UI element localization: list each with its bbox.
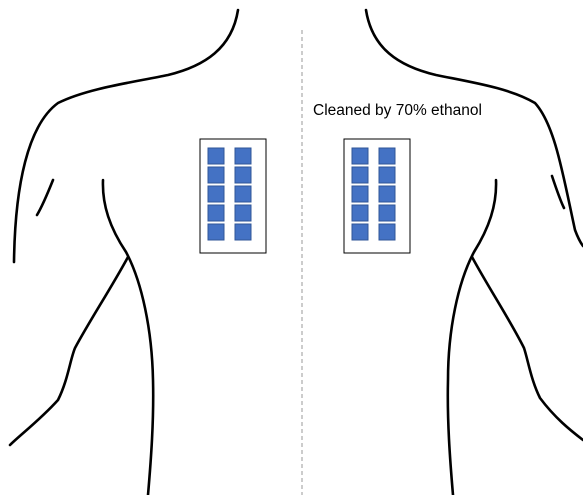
electrode-square [208,148,224,164]
left-inner-arm-contour [37,180,53,215]
electrode-square [352,186,368,202]
left-torso-side-outline [103,180,153,495]
electrode-square [379,224,395,240]
left-arm-outer-outline [10,257,128,445]
electrode-square [208,186,224,202]
electrode-square [379,205,395,221]
electrode-square [352,224,368,240]
electrode-square [235,205,251,221]
electrode-square [208,205,224,221]
electrode-patch-left [200,139,266,253]
electrode-square [352,167,368,183]
right-torso-side-outline [448,180,496,495]
electrode-square [235,186,251,202]
electrode-square [235,224,251,240]
cleaning-annotation: Cleaned by 70% ethanol [313,102,482,119]
electrode-square [379,167,395,183]
right-arm-outer-outline [472,257,583,440]
electrode-square [352,148,368,164]
right-inner-arm-contour [552,176,564,208]
electrode-square [235,167,251,183]
electrode-square [208,167,224,183]
electrode-patches [200,139,410,253]
electrode-square [208,224,224,240]
electrode-square [379,186,395,202]
electrode-square [379,148,395,164]
electrode-patch-right [344,139,410,253]
electrode-square [235,148,251,164]
electrode-square [352,205,368,221]
